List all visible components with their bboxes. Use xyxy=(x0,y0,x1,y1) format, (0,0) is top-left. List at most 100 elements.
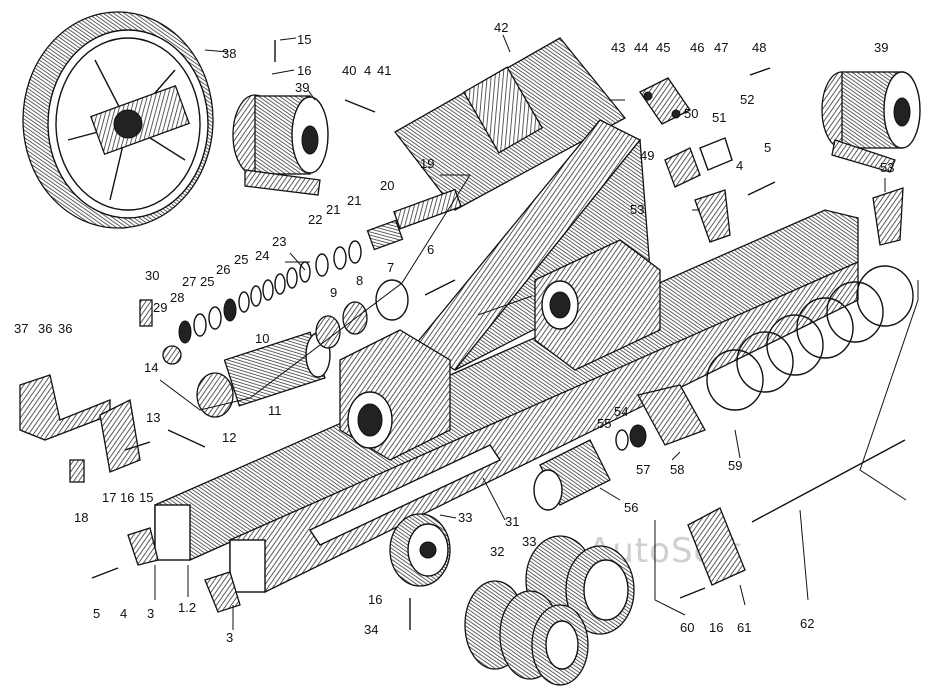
callout-18: 18 xyxy=(74,510,88,525)
callout-36: 36 xyxy=(38,321,52,336)
callout-5: 5 xyxy=(93,606,100,621)
callout-38: 38 xyxy=(222,46,236,61)
sleeve-56 xyxy=(533,439,611,511)
roller-33-right xyxy=(525,535,635,635)
callout-26: 26 xyxy=(216,262,230,277)
callout-20: 20 xyxy=(380,178,394,193)
callout-33: 33 xyxy=(522,534,536,549)
callout-40: 40 xyxy=(342,63,356,78)
roller-32 xyxy=(464,580,589,686)
idler-wheel-38 xyxy=(22,11,214,229)
callout-4: 4 xyxy=(736,158,743,173)
callout-21: 21 xyxy=(326,202,340,217)
callout-31: 31 xyxy=(505,514,519,529)
callout-61: 61 xyxy=(737,620,751,635)
callout-29: 29 xyxy=(153,300,167,315)
callout-55: 55 xyxy=(597,416,611,431)
callout-24: 24 xyxy=(255,248,269,263)
plate-18 xyxy=(69,459,85,483)
pad-53-left xyxy=(694,189,731,243)
bracket-block xyxy=(339,239,661,461)
callout-46: 46 xyxy=(690,40,704,55)
callout-15: 15 xyxy=(139,490,153,505)
callout-58: 58 xyxy=(670,462,684,477)
callout-1-2: 1.2 xyxy=(178,600,196,615)
pad-3-lower xyxy=(204,571,241,613)
callout-22: 22 xyxy=(308,212,322,227)
callout-15: 15 xyxy=(297,32,311,47)
callout-19: 19 xyxy=(420,156,434,171)
callout-47: 47 xyxy=(714,40,728,55)
plate-61 xyxy=(687,507,746,586)
callout-25: 25 xyxy=(234,252,248,267)
callout-59: 59 xyxy=(728,458,742,473)
callout-16: 16 xyxy=(120,490,134,505)
callout-21: 21 xyxy=(347,193,361,208)
callout-4: 4 xyxy=(364,63,371,78)
callout-62: 62 xyxy=(800,616,814,631)
bearing-housing-39-left xyxy=(232,94,329,196)
seal-rings xyxy=(178,240,362,344)
bushing-50 xyxy=(664,147,701,188)
bracket-17 xyxy=(99,399,141,473)
callout-12: 12 xyxy=(222,430,236,445)
callout-27: 27 xyxy=(182,274,196,289)
callout-53: 53 xyxy=(630,202,644,217)
callout-16: 16 xyxy=(297,63,311,78)
callout-25: 25 xyxy=(200,274,214,289)
callout-3: 3 xyxy=(147,606,154,621)
callout-48: 48 xyxy=(752,40,766,55)
callout-30: 30 xyxy=(145,268,159,283)
callout-44: 44 xyxy=(634,40,648,55)
callout-45: 45 xyxy=(656,40,670,55)
callout-43: 43 xyxy=(611,40,625,55)
callout-14: 14 xyxy=(144,360,158,375)
bushing-51 xyxy=(699,137,733,171)
piston-20 xyxy=(366,219,404,251)
spring-59 xyxy=(706,265,914,411)
callout-labels: 38 15 16 39 40 4 41 42 43 44 45 46 47 48… xyxy=(14,20,894,645)
roller-33-center xyxy=(389,513,451,587)
flange-58 xyxy=(637,384,706,446)
callout-37: 37 xyxy=(14,321,28,336)
callout-34: 34 xyxy=(364,622,378,637)
bushing-7 xyxy=(375,279,409,321)
callout-57: 57 xyxy=(636,462,650,477)
washer-55 xyxy=(615,429,629,451)
callout-36: 36 xyxy=(58,321,72,336)
callout-23: 23 xyxy=(272,234,286,249)
callout-4: 4 xyxy=(120,606,127,621)
pad-53-right xyxy=(872,187,904,246)
callout-10: 10 xyxy=(255,331,269,346)
callout-17: 17 xyxy=(102,490,116,505)
rod-19 xyxy=(393,188,462,230)
callout-3: 3 xyxy=(226,630,233,645)
callout-9: 9 xyxy=(330,285,337,300)
callout-52: 52 xyxy=(740,92,754,107)
callout-13: 13 xyxy=(146,410,160,425)
callout-39: 39 xyxy=(295,80,309,95)
callout-8: 8 xyxy=(356,273,363,288)
pad-3-upper xyxy=(127,527,159,566)
callout-28: 28 xyxy=(170,290,184,305)
callout-42: 42 xyxy=(494,20,508,35)
callout-56: 56 xyxy=(624,500,638,515)
callout-16: 16 xyxy=(368,592,382,607)
cap-45 xyxy=(639,77,691,125)
callout-41: 41 xyxy=(377,63,391,78)
callout-32: 32 xyxy=(490,544,504,559)
bolts xyxy=(91,40,906,630)
bearing-housing-39-right xyxy=(821,71,921,173)
callout-16: 16 xyxy=(709,620,723,635)
callout-60: 60 xyxy=(680,620,694,635)
leader-lines xyxy=(154,34,919,630)
callout-54: 54 xyxy=(614,404,628,419)
support-plate-42 xyxy=(394,37,626,211)
nut-28 xyxy=(162,345,182,365)
callout-11: 11 xyxy=(268,403,282,418)
nut-57 xyxy=(629,424,647,448)
callout-51: 51 xyxy=(712,110,726,125)
callout-49: 49 xyxy=(640,148,654,163)
